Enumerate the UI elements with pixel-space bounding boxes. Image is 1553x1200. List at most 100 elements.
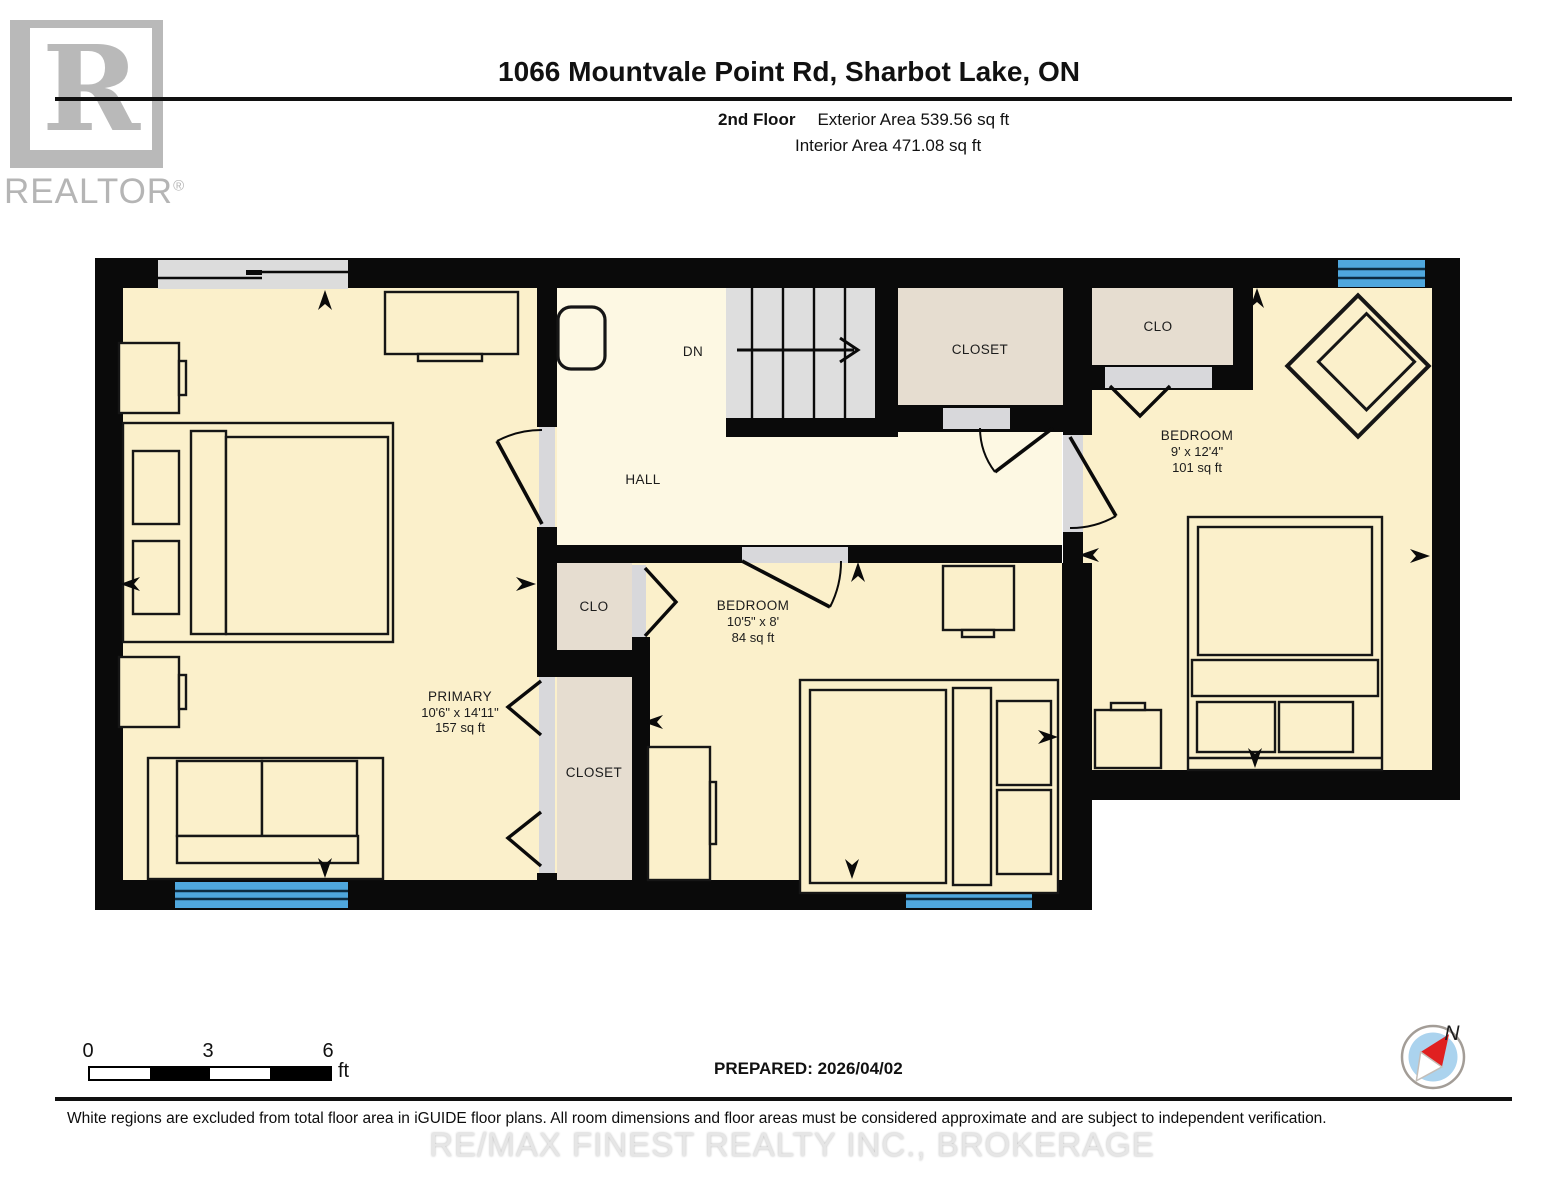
registered-mark: ® [173,177,186,195]
right-bedroom-chair [1284,292,1432,440]
realtor-logo-letter: R [41,19,141,158]
opening-hall-closet-door [943,408,1010,429]
primary-sofa [146,756,385,881]
realtor-wordmark: REALTOR® [4,172,186,211]
primary-bed [121,421,395,644]
wall-below-stairs [726,418,898,437]
scale-bar [88,1066,332,1081]
right-bedroom-area: 101 sq ft [1172,460,1222,475]
room-labels: HALL DN CLOSET CLO BEDROOM 9' x 12'4" 10… [421,319,1233,780]
wall-clo-closet-divider [537,650,632,677]
primary-nightstand-top [117,341,188,415]
primary-dresser [383,290,520,363]
right-clo-bifold-door [1108,384,1172,419]
primary-closet-bifold-upper [505,679,543,737]
primary-area: 157 sq ft [435,720,485,735]
arrow-down-right-bedroom [1248,748,1262,768]
arrow-right-mid-bedroom [1038,730,1058,744]
page-title: 1066 Mountvale Point Rd, Sharbot Lake, O… [498,56,1080,87]
mid-closet-label: CLOSET [566,765,622,780]
wall-right-clo-side [1233,288,1253,390]
exterior-area: Exterior Area 539.56 sq ft [817,110,1010,129]
wall-stairs-closet [875,288,898,420]
right-bedroom-name: BEDROOM [1161,428,1234,443]
scale-unit: ft [338,1060,350,1082]
primary-door [495,428,544,525]
arrow-up-primary [318,290,332,310]
wall-primary-hall [537,288,557,427]
exterior-wall-bottom-right [1062,770,1460,800]
dimension-arrows [120,288,1430,879]
arrow-right-primary [516,577,536,591]
opening-primary-door [539,427,555,527]
hall-closet-label: CLOSET [952,342,1008,357]
compass-north-label: N [1444,1022,1460,1045]
mid-bedroom-desk [941,564,1016,639]
exterior-wall-right [1432,258,1460,800]
wall-closet-midbedroom [632,637,650,880]
hall-fixture [556,305,607,371]
opening-mid-clo [632,565,646,637]
wall-hall-rightclo [1063,288,1092,435]
mid-closet-floor [557,677,632,880]
arrow-left-right-bedroom [1079,548,1099,562]
hall-closet-floor [898,288,1063,408]
floor-info-line: 2nd Floor Exterior Area 539.56 sq ft [718,110,1009,130]
prepared-date: PREPARED: 2026/04/02 [714,1059,903,1078]
doors [495,384,1172,868]
opening-right-clo-door [1105,367,1212,388]
right-clo-label: CLO [1144,319,1173,334]
stairs-dn-label: DN [683,344,703,359]
arrow-left-primary [120,577,140,591]
primary-closet-bifold-lower [505,810,543,868]
furniture [117,290,1432,895]
arrow-down-mid-bedroom [845,859,859,879]
floor-label: 2nd Floor [718,110,796,129]
brokerage-watermark: RE/MAX FINEST REALTY INC., BROKERAGE [429,1126,1155,1163]
arrow-up-mid-bedroom [851,562,865,582]
scale-tick-3: 3 [202,1040,214,1062]
interior-area: Interior Area 471.08 sq ft [795,136,982,155]
primary-dims: 10'6" x 14'11" [421,705,499,720]
mid-bedroom-door [741,559,843,609]
primary-name: PRIMARY [428,689,492,704]
wall-between-bedrooms [1062,563,1092,910]
right-bedroom-bed [1186,515,1384,772]
primary-nightstand-bottom [117,655,188,729]
footer-divider [55,1097,1512,1101]
arrow-down-primary [318,858,332,878]
right-bedroom-door [1068,436,1118,530]
mid-clo-bifold-door [643,566,679,638]
arrow-left-mid-bedroom [643,715,663,729]
window-bottom-left [175,882,348,908]
mid-bedroom-dims: 10'5" x 8' [727,614,779,629]
mid-bedroom-dresser [646,745,718,882]
right-clo-floor [1092,288,1233,365]
hall-label: HALL [625,472,660,487]
right-bedroom-nightstand [1093,701,1163,770]
realtor-logo-panel: R [30,28,152,150]
mid-clo-floor [557,563,632,650]
door-openings [539,367,1212,873]
header-divider [55,97,1512,101]
window-top-right [1338,260,1425,287]
scale-tick-0: 0 [82,1040,94,1062]
mid-bedroom-area: 84 sq ft [732,630,775,645]
hall-closet-door [979,426,1055,474]
mid-bedroom-bed [798,678,1060,895]
right-bedroom-dims: 9' x 12'4" [1171,444,1224,459]
closet-fills [557,288,1233,880]
mid-bedroom-name: BEDROOM [717,598,790,613]
stairs-direction-arrowhead [839,336,861,364]
opening-right-bedroom-door [1063,435,1083,532]
disclaimer-text: White regions are excluded from total fl… [67,1110,1327,1127]
arrow-right-right-bedroom [1410,549,1430,563]
compass: N [1400,1022,1466,1090]
compass-needle [1415,1034,1450,1083]
windows [158,260,1425,908]
realtor-logo: R [10,20,163,168]
opening-primary-closet [539,677,555,873]
window-top-left [158,260,348,289]
arrow-up-right-bedroom [1250,288,1264,308]
